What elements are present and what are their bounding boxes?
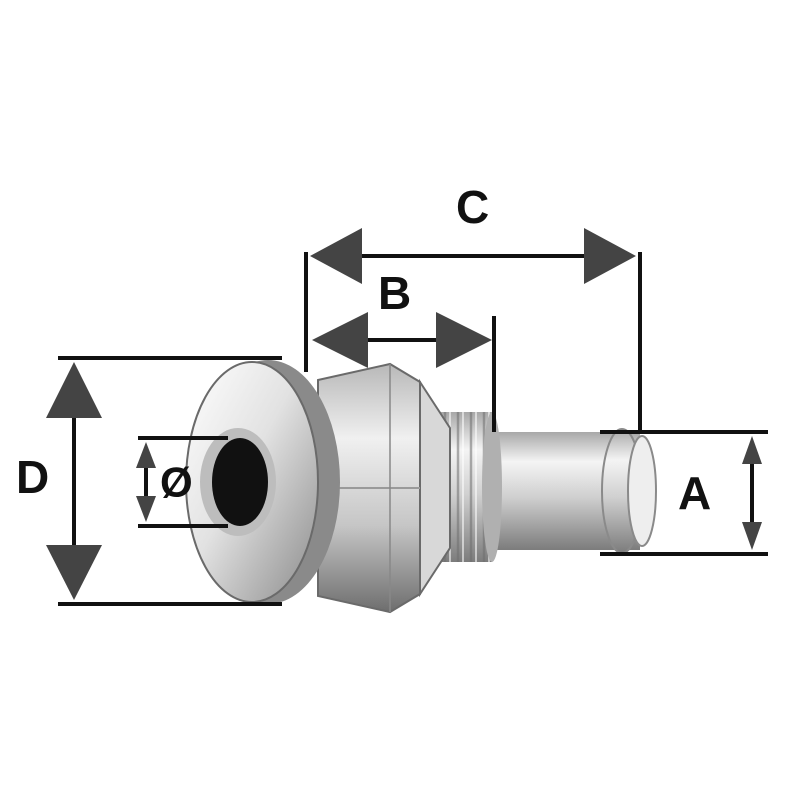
arrow-b-right bbox=[436, 312, 492, 368]
arrow-c-right bbox=[584, 228, 636, 284]
arrow-a-bottom bbox=[742, 522, 762, 550]
arrow-dia-bottom bbox=[136, 496, 156, 522]
thread-end bbox=[482, 412, 502, 562]
dimension-lines bbox=[46, 228, 768, 606]
label-dia: Ø bbox=[160, 459, 193, 506]
arrow-b-left bbox=[312, 312, 368, 368]
arrow-c-left bbox=[310, 228, 362, 284]
label-a: A bbox=[678, 467, 712, 519]
arrow-d-top bbox=[46, 362, 102, 418]
bore-hole bbox=[212, 438, 268, 526]
label-d: D bbox=[16, 451, 50, 503]
arrow-dia-top bbox=[136, 442, 156, 468]
label-c: C bbox=[456, 181, 490, 233]
label-b: B bbox=[378, 267, 412, 319]
hose-tail-end bbox=[627, 435, 657, 547]
hex-nut bbox=[317, 362, 451, 614]
fitting-body bbox=[185, 360, 657, 614]
arrow-d-bottom bbox=[46, 545, 102, 600]
arrow-a-top bbox=[742, 436, 762, 464]
